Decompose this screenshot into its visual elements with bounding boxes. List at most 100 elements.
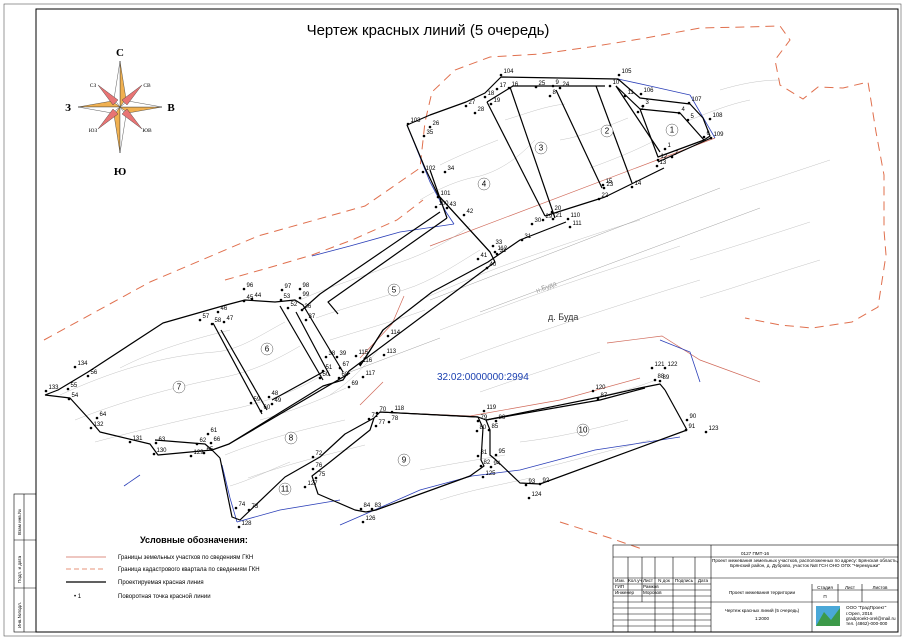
- vertex-label: 94: [494, 461, 501, 467]
- vertex-point: [445, 206, 449, 210]
- legend-point-marker: • 1: [74, 594, 82, 600]
- vertex-label: 82: [484, 460, 491, 466]
- parcel-number: 2: [605, 127, 610, 136]
- parcel-marker: 4: [477, 177, 491, 191]
- land-parcel-boundaries: [359, 137, 761, 417]
- vertex-point: [216, 310, 220, 314]
- vertex-label: 116: [363, 358, 373, 364]
- vertex-point: [434, 205, 438, 209]
- vertex-label: 103: [411, 118, 422, 124]
- vertex-point: [483, 95, 487, 99]
- vertex-label: 18: [488, 91, 495, 97]
- vertex-label: 29: [546, 214, 553, 220]
- vertex-label: 46: [221, 306, 228, 312]
- vertex-label: 65: [207, 447, 214, 453]
- tb-role-2-name: Морозов: [643, 590, 662, 595]
- vertex-point: [568, 225, 572, 229]
- vertex-label: 74: [239, 502, 246, 508]
- vertex-point: [436, 195, 440, 199]
- vertex-point: [684, 428, 688, 432]
- vertex-label: 45: [247, 295, 254, 301]
- vertex-label: 33: [496, 240, 503, 246]
- vertex-label: 37: [309, 314, 316, 320]
- vertex-point: [548, 94, 552, 98]
- vertex-point: [314, 476, 318, 480]
- vertex-point: [475, 429, 479, 433]
- vertex-label: 99: [303, 292, 310, 298]
- vertex-point: [708, 117, 712, 121]
- vertex-label: 121: [655, 362, 666, 368]
- vertex-label: 69: [352, 381, 359, 387]
- vertex-point: [367, 417, 371, 421]
- vertex-label: 78: [392, 416, 399, 422]
- vertex-label: 73: [252, 504, 259, 510]
- left-strip: [13, 493, 37, 633]
- tb-company-city: г.Орел, 2016: [846, 611, 873, 616]
- vertex-point: [541, 218, 545, 222]
- parcel-marker: 9: [397, 453, 411, 467]
- parcel-number: 6: [265, 345, 270, 354]
- vertex-label: 120: [596, 385, 607, 391]
- tb-stage-value: П: [823, 594, 826, 599]
- vertex-point: [67, 397, 71, 401]
- parcel-circle: [576, 423, 590, 437]
- vertex-label: 35: [427, 130, 434, 136]
- parcel-number: 3: [539, 144, 544, 153]
- parcel-circle: [260, 342, 274, 356]
- vertex-label: 10: [613, 80, 620, 86]
- vertex-point: [250, 297, 254, 301]
- vertex-point: [670, 155, 674, 159]
- vertex-point: [321, 369, 325, 373]
- vertex-label: 96: [247, 283, 254, 289]
- tb-stage-heading: Проект межевания территории: [729, 590, 796, 595]
- vertex-label: 76: [316, 463, 323, 469]
- vertex-point: [524, 483, 528, 487]
- vertex-point: [663, 366, 667, 370]
- tb-description-wrap: Проект межевания земельных участков, рас…: [712, 558, 898, 568]
- vertex-label: 85: [492, 424, 499, 430]
- vertex-label: 28: [478, 107, 485, 113]
- vertex-label: 110: [571, 213, 581, 219]
- vertex-point: [591, 389, 595, 393]
- vertex-label: 51: [326, 365, 333, 371]
- vertex-point: [489, 465, 493, 469]
- parcel-number: 7: [177, 383, 182, 392]
- vertex-point: [370, 507, 374, 511]
- vertex-point: [324, 355, 328, 359]
- vertex-point: [596, 397, 600, 401]
- vertex-label: 88: [658, 374, 665, 380]
- vertex-point: [358, 362, 362, 366]
- vertex-label: 89: [663, 375, 670, 381]
- vertex-label: 111: [573, 221, 583, 227]
- vertex-label: 2: [641, 106, 645, 112]
- vertex-point: [202, 451, 206, 455]
- vertex-label: 92: [543, 478, 550, 484]
- vertex-point: [406, 122, 410, 126]
- vertex-point: [267, 395, 271, 399]
- tb-stage-col: Стадия: [817, 585, 833, 590]
- terrain-contours: [59, 79, 831, 501]
- vertex-point: [656, 158, 660, 162]
- vertex-label: 102: [426, 166, 437, 172]
- vertex-point: [421, 170, 425, 174]
- vertex-label: 23: [607, 182, 614, 188]
- vertex-point: [311, 467, 315, 471]
- vertex-label: 59: [254, 397, 261, 403]
- vertex-point: [390, 410, 394, 414]
- vertex-label: 55: [71, 383, 78, 389]
- compass-se: ЮВ: [142, 128, 152, 134]
- vertex-point: [658, 379, 662, 383]
- vertex-point: [237, 525, 241, 529]
- vertex-point: [481, 475, 485, 479]
- vertex-label: 93: [529, 479, 536, 485]
- vertex-point: [551, 217, 555, 221]
- tb-col-izm: Изм.: [615, 578, 625, 583]
- parcel-marker: 11: [278, 482, 292, 496]
- vertex-label: 100: [439, 201, 450, 207]
- vertex-point: [279, 298, 283, 302]
- vertex-point: [495, 87, 499, 91]
- vertex-label: 62: [200, 438, 207, 444]
- vertex-label: 11: [628, 90, 635, 96]
- vertex-point: [491, 244, 495, 248]
- vertex-label: 130: [157, 448, 168, 454]
